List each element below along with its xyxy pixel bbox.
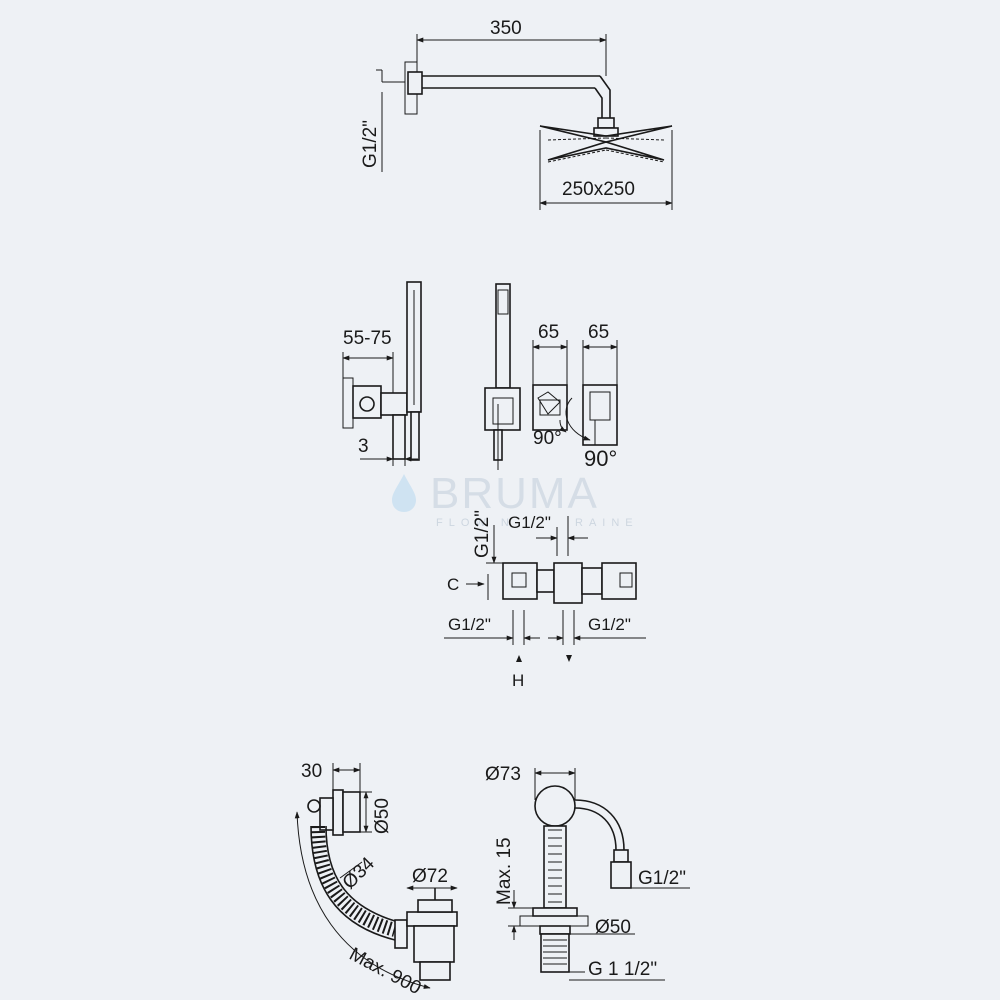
watermark-tagline: FLOW N: [436, 517, 515, 529]
watermark-brand: BRUMA: [430, 469, 599, 518]
spout-max-height-label: Max. 15: [494, 837, 515, 905]
head-size-label: 250x250: [562, 179, 635, 200]
diverter-bottom-left-thread-label: G1/2": [448, 615, 491, 634]
hand-shower-offset-label: 3: [358, 436, 369, 457]
diverter-bottom-right-thread-label: G1/2": [588, 615, 631, 634]
hose-max-length-label: Max. 900: [346, 944, 425, 999]
shower-head-assembly: 350 G1/2" 250x250: [360, 18, 673, 210]
valve-left-rotation-label: 90°: [533, 428, 562, 449]
valve-right-rotation-label: 90°: [584, 446, 617, 471]
diverter-c-label: C: [447, 575, 459, 594]
spout-hose-thread-label: G1/2": [638, 868, 686, 889]
spout-base-diameter-label: Ø50: [595, 917, 631, 938]
hand-shower-side: 55-75 3: [342, 281, 422, 466]
drop-icon: [392, 474, 416, 512]
valve-right-width-label: 65: [588, 322, 609, 343]
overflow-diameter-label: Ø50: [372, 798, 393, 834]
hand-shower-front: [484, 283, 521, 470]
overflow-depth-label: 30: [301, 761, 322, 782]
watermark-tagline-tail: RAINE: [575, 517, 639, 529]
valve-left-width-label: 65: [538, 322, 559, 343]
diverter-h-label: H: [512, 671, 524, 690]
drain-diameter-label: Ø72: [412, 866, 448, 887]
bath-drain-assembly: 30 Ø50 Ø34 Ø72 Max. 900: [294, 761, 458, 999]
valve-right: [582, 384, 618, 446]
bath-spout-assembly: Ø73 Max. 15 G1/2" Ø50 G 1 1/2": [485, 764, 690, 981]
spout-base-thread-label: G 1 1/2": [588, 959, 657, 980]
wall-valves: 65 65 90° 90°: [532, 322, 618, 471]
watermark: BRUMA FLOW N RAINE: [392, 469, 639, 529]
arm-length-label: 350: [490, 18, 522, 39]
hose-diameter-label: Ø34: [339, 853, 380, 894]
diverter-assembly: G1/2" G1/2" C G1/2" G1/2" H: [444, 510, 646, 690]
hand-shower-depth-label: 55-75: [343, 328, 392, 349]
arm-thread-label: G1/2": [360, 120, 381, 168]
valve-left: [532, 384, 568, 431]
spout-top-diameter-label: Ø73: [485, 764, 521, 785]
diverter-top-thread-label: G1/2": [508, 513, 551, 532]
diverter-vertical-thread-label: G1/2": [472, 510, 493, 558]
